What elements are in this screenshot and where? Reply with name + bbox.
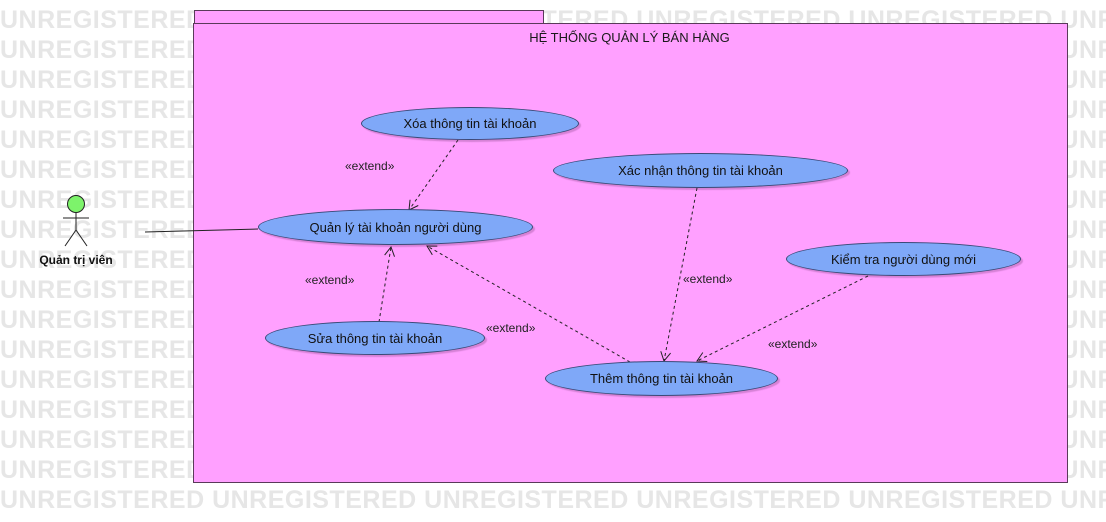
- association-line[interactable]: [144, 228, 259, 233]
- extend-label-edit: «extend»: [305, 273, 355, 287]
- extend-arrow-edit[interactable]: [378, 245, 395, 323]
- extend-arrow-delete[interactable]: [408, 139, 459, 211]
- package-tab[interactable]: [194, 10, 544, 24]
- extend-label-add: «extend»: [486, 321, 536, 335]
- use-case-check-new-user[interactable]: Kiểm tra người dùng mới: [786, 242, 1021, 276]
- extend-label-confirm: «extend»: [683, 272, 733, 286]
- actor-label: Quản trị viên: [39, 253, 113, 267]
- use-case-confirm-info[interactable]: Xác nhận thông tin tài khoản: [553, 153, 848, 188]
- use-case-edit-info[interactable]: Sửa thông tin tài khoản: [265, 321, 485, 355]
- actor-right-leg: [75, 229, 88, 247]
- actor-left-leg: [64, 229, 77, 247]
- use-case-manage-accounts[interactable]: Quản lý tài khoản người dùng: [258, 209, 533, 245]
- actor-head: [67, 195, 85, 213]
- use-case-add-info[interactable]: Thêm thông tin tài khoản: [545, 361, 778, 396]
- system-title: HỆ THỐNG QUẢN LÝ BÁN HÀNG: [529, 30, 730, 45]
- extend-label-delete: «extend»: [345, 159, 395, 173]
- extend-arrow-add[interactable]: [426, 245, 631, 363]
- actor-figure[interactable]: [63, 195, 89, 247]
- use-case-delete-info[interactable]: Xóa thông tin tài khoản: [361, 107, 579, 140]
- extend-arrow-check[interactable]: [696, 275, 869, 362]
- extend-label-check: «extend»: [768, 337, 818, 351]
- extend-arrow-confirm[interactable]: [660, 187, 698, 363]
